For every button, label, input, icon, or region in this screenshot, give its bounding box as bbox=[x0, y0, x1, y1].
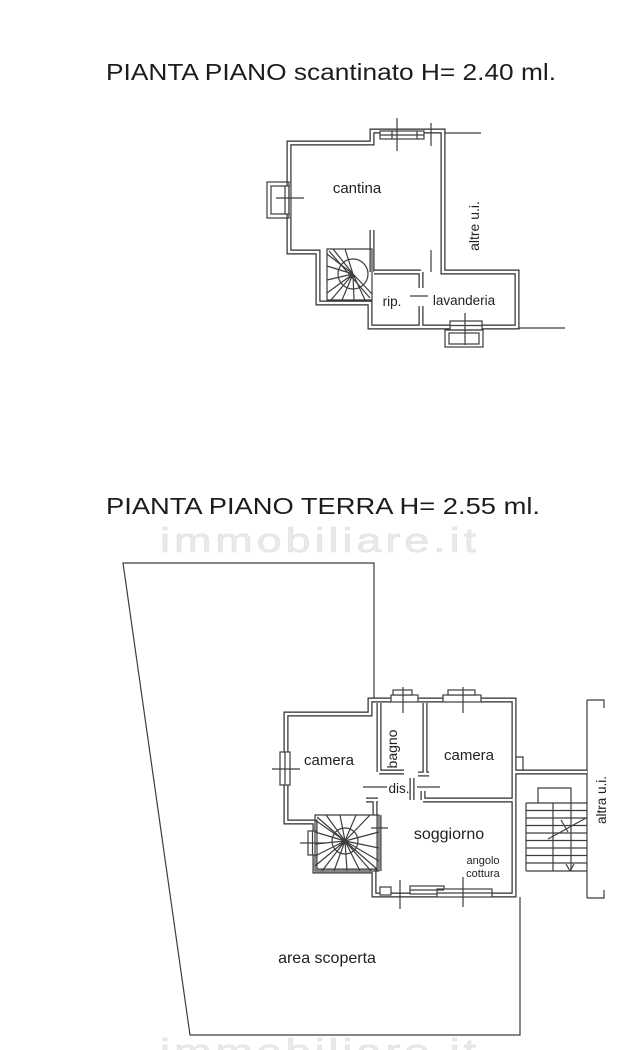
room-label-altra-ui: altra u.i. bbox=[594, 776, 609, 824]
ground-plan-title: PIANTA PIANO TERRA H= 2.55 ml. bbox=[106, 493, 540, 519]
ground-top-window-2 bbox=[442, 687, 482, 713]
room-label-lavanderia: lavanderia bbox=[433, 293, 496, 308]
basement-bottom-window-well bbox=[444, 329, 484, 348]
room-label-cottura: cottura bbox=[466, 868, 501, 880]
external-staircase bbox=[525, 787, 587, 872]
basement-boundary-lines bbox=[443, 132, 565, 329]
ground-bottom-pillar bbox=[379, 886, 392, 896]
ground-bottom-window bbox=[399, 877, 493, 909]
ground-top-window-1 bbox=[390, 687, 419, 713]
room-label-cantina: cantina bbox=[333, 180, 382, 197]
room-label-area-scoperta: area scoperta bbox=[278, 950, 376, 967]
plot-boundary bbox=[122, 562, 605, 1036]
room-label-soggiorno: soggiorno bbox=[414, 826, 484, 843]
ground-left-window bbox=[272, 751, 300, 786]
basement-spiral-stair bbox=[326, 248, 373, 301]
ground-floor-plan: camera bagno camera dis. soggiorno angol… bbox=[122, 562, 609, 1036]
room-label-camera-left: camera bbox=[304, 752, 355, 769]
ground-walls bbox=[283, 697, 587, 898]
watermark-immobiliare: immobiliare.it bbox=[160, 522, 480, 560]
ground-details bbox=[272, 687, 587, 909]
basement-plan-title: PIANTA PIANO scantinato H= 2.40 ml. bbox=[106, 59, 556, 85]
ground-spiral-stair bbox=[314, 814, 388, 872]
room-label-angolo: angolo bbox=[466, 855, 499, 867]
room-label-rip: rip. bbox=[383, 294, 402, 309]
basement-plan: cantina altre u.i. rip. lavanderia bbox=[266, 118, 565, 348]
room-label-altre-ui: altre u.i. bbox=[466, 201, 482, 251]
room-label-bagno: bagno bbox=[384, 729, 400, 768]
room-label-camera-right: camera bbox=[444, 747, 495, 764]
watermark-immobiliare-bottom: immobiliare.it bbox=[160, 1033, 480, 1050]
stair-direction-arrow bbox=[565, 863, 575, 872]
basement-details bbox=[266, 118, 484, 348]
room-label-dis: dis. bbox=[388, 781, 409, 796]
